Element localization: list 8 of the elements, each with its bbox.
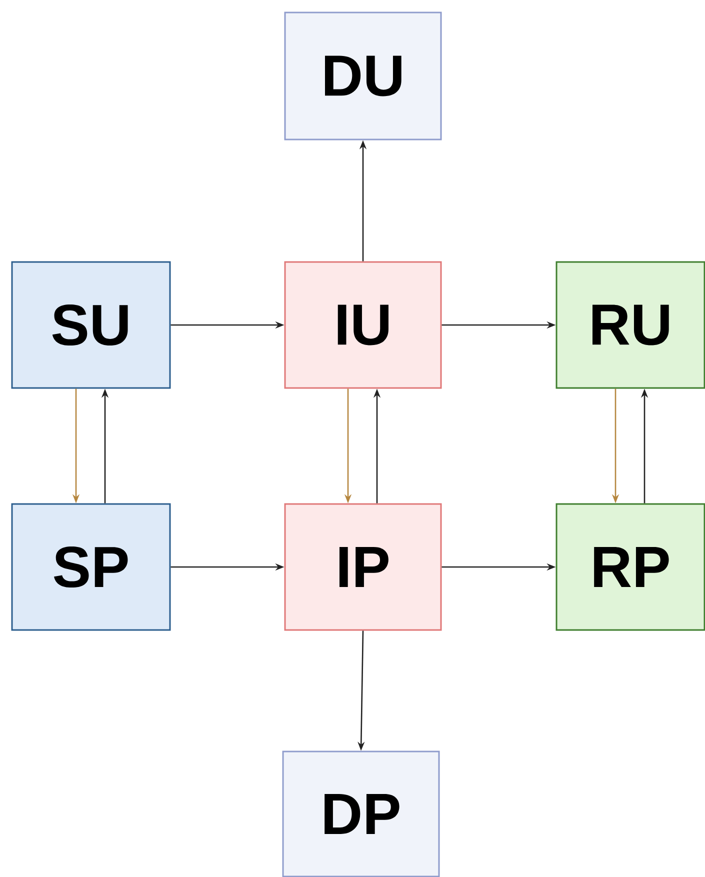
box: RU xyxy=(556,261,705,389)
box: RP xyxy=(556,503,705,631)
box: IP xyxy=(284,503,442,631)
box: SU xyxy=(11,261,171,389)
box: DP xyxy=(282,750,440,877)
box: SP xyxy=(11,503,171,631)
box: IU xyxy=(284,261,442,389)
box: DU xyxy=(284,12,442,140)
